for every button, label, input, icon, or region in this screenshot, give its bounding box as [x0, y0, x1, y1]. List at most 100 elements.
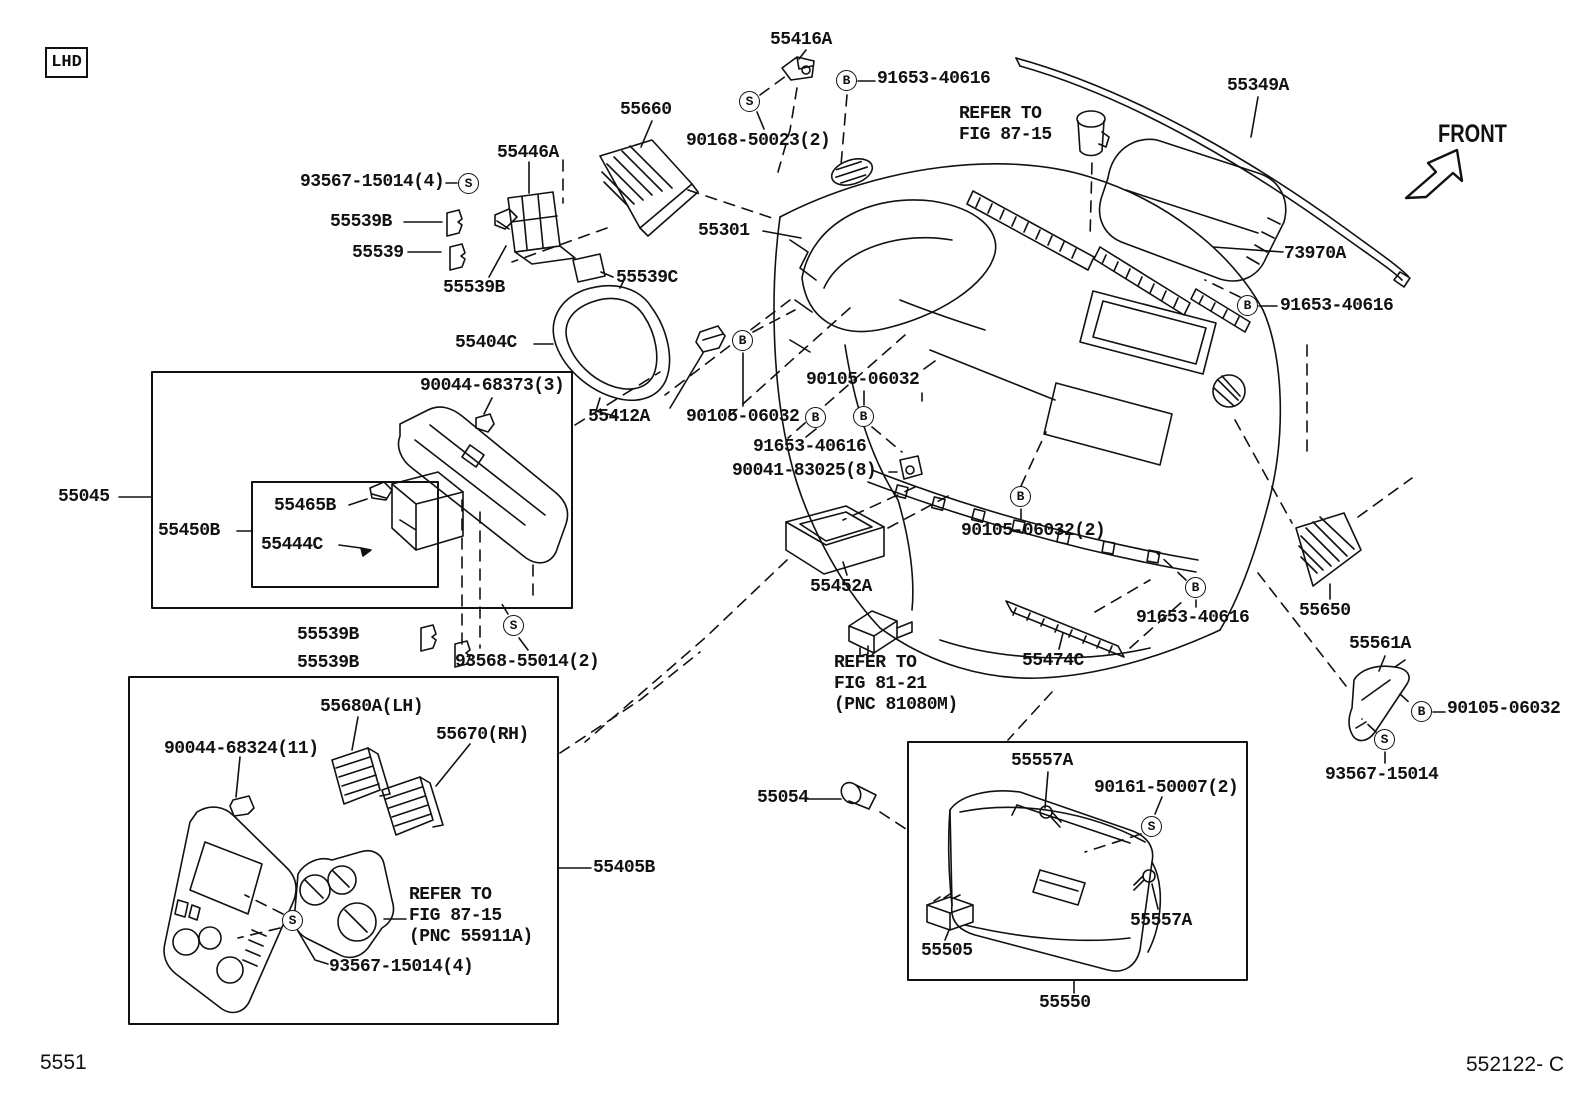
part-label-93567-15014-r: 93567-15014	[1325, 765, 1439, 785]
part-label-55301: 55301	[698, 221, 750, 241]
group-boxes	[128, 371, 1248, 1025]
connector-81080m-art	[848, 610, 913, 657]
box-55405b	[128, 676, 559, 1025]
part-label-73970a: 73970A	[1284, 244, 1346, 264]
part-label-55045: 55045	[58, 487, 110, 507]
clip-90041-art	[899, 455, 923, 480]
side-register-rh-art	[1295, 512, 1362, 587]
bolt-symbol-b: B	[836, 70, 857, 91]
part-label-93567-15014-bl: 93567-15014(4)	[329, 957, 474, 977]
bolt-symbol-b: B	[805, 407, 826, 428]
speaker-grille	[830, 158, 874, 186]
part-label-55539c: 55539C	[616, 268, 678, 288]
part-label-55349a: 55349A	[1227, 76, 1289, 96]
part-label-91653-40616-mid: 91653-40616	[753, 437, 867, 457]
part-label-55557a-top: 55557A	[1011, 751, 1073, 771]
part-label-55054: 55054	[757, 788, 809, 808]
bolt-symbol-b: B	[1411, 701, 1432, 722]
refer-note-fig-87-15-top: REFER TO FIG 87-15	[959, 104, 1052, 145]
part-label-55416a: 55416A	[770, 30, 832, 50]
drive-marker-label: LHD	[51, 53, 82, 72]
retainer-knob-art	[1076, 110, 1110, 157]
bolt-symbol-b: B	[732, 330, 753, 351]
clip-art	[420, 208, 606, 668]
part-label-55412a: 55412A	[588, 407, 650, 427]
glove-switch-55505-art	[926, 893, 974, 931]
assembly-dashed-lines	[237, 72, 1413, 939]
part-label-55452a: 55452A	[810, 577, 872, 597]
screw-symbol-s: S	[458, 173, 479, 194]
part-label-55405b: 55405B	[593, 858, 655, 878]
part-label-90041-83025: 90041-83025(8)	[732, 461, 877, 481]
part-label-55505: 55505	[921, 941, 973, 961]
refer-note-fig-81-21: REFER TO FIG 81-21 (PNC 81080M)	[834, 653, 958, 715]
part-label-55650: 55650	[1299, 601, 1351, 621]
part-label-90168-50023: 90168-50023(2)	[686, 131, 831, 151]
front-direction-label: FRONT	[1438, 120, 1507, 148]
bolt-symbol-b: B	[1185, 577, 1206, 598]
box-55550	[907, 741, 1248, 981]
leader-lines	[118, 49, 1446, 994]
part-label-55444c: 55444C	[261, 535, 323, 555]
part-label-55465b: 55465B	[274, 496, 336, 516]
part-label-90161-50007: 90161-50007(2)	[1094, 778, 1239, 798]
meter-rings-art	[293, 849, 395, 959]
part-label-90044-68373: 90044-68373(3)	[420, 376, 565, 396]
part-label-55680a: 55680A(LH)	[320, 697, 424, 717]
instrument-panel-art	[773, 158, 1282, 679]
part-label-55539b-1: 55539B	[330, 212, 392, 232]
part-label-55550: 55550	[1039, 993, 1091, 1013]
figure-number: 5551	[40, 1051, 87, 1074]
duct-55452a-art	[785, 505, 885, 575]
drive-marker-box: LHD	[45, 47, 88, 78]
part-label-55446a: 55446A	[497, 143, 559, 163]
glove-box-door-art	[947, 790, 1162, 972]
part-label-55539b-4: 55539B	[297, 653, 359, 673]
part-label-91653-40616-low: 91653-40616	[1136, 608, 1250, 628]
side-register-lh-art	[599, 139, 699, 237]
refer-note-fig-87-15-bottom: REFER TO FIG 87-15 (PNC 55911A)	[409, 885, 533, 947]
glove-trim-55045-art	[397, 406, 569, 564]
part-label-90105-06032-a: 90105-06032	[686, 407, 800, 427]
screw-symbol-s: S	[503, 615, 524, 636]
moulding-55474c-art	[1005, 600, 1125, 658]
part-label-90105-06032-b: 90105-06032	[806, 370, 920, 390]
windshield-moulding-art	[1015, 57, 1411, 288]
bolt-symbol-b: B	[853, 406, 874, 427]
part-label-55561a: 55561A	[1349, 634, 1411, 654]
clip-55416a-art	[781, 56, 815, 81]
part-label-55539b-3: 55539B	[297, 625, 359, 645]
drawing-code: 552122- C	[1466, 1053, 1565, 1076]
screw-symbol-s: S	[739, 91, 760, 112]
part-label-55474c: 55474C	[1022, 651, 1084, 671]
screw-symbol-s: S	[1141, 816, 1162, 837]
tray-55450b-art	[369, 471, 464, 551]
bolt-symbol-b: B	[1237, 295, 1258, 316]
part-label-55450b: 55450B	[158, 521, 220, 541]
part-label-55557a-right: 55557A	[1130, 911, 1192, 931]
front-arrow	[1404, 148, 1464, 200]
part-label-55539: 55539	[352, 243, 404, 263]
part-label-90044-68324: 90044-68324(11)	[164, 739, 319, 759]
center-cluster-panel-art	[163, 795, 297, 1014]
vent-55670-art	[381, 776, 444, 836]
screw-symbol-s: S	[282, 910, 303, 931]
part-label-55660: 55660	[620, 100, 672, 120]
part-label-55670: 55670(RH)	[436, 725, 529, 745]
bracket-55446a-art	[507, 191, 576, 265]
part-label-93567-15014-top: 93567-15014(4)	[300, 172, 445, 192]
cylinder-55054-art	[840, 781, 877, 810]
part-label-91653-40616-right-top: 91653-40616	[1280, 296, 1394, 316]
part-label-90105-06032-2: 90105-06032(2)	[961, 521, 1106, 541]
connector-55412a-art	[695, 325, 726, 353]
vent-55680a-art	[331, 747, 391, 805]
part-label-55404c: 55404C	[455, 333, 517, 353]
airbag-lid-art	[1098, 138, 1287, 282]
screw-art	[1039, 805, 1156, 891]
part-label-55539b-2: 55539B	[443, 278, 505, 298]
box-55450b	[251, 481, 439, 588]
part-label-91653-40616-top: 91653-40616	[877, 69, 991, 89]
part-label-93568-55014: 93568-55014(2)	[455, 652, 600, 672]
